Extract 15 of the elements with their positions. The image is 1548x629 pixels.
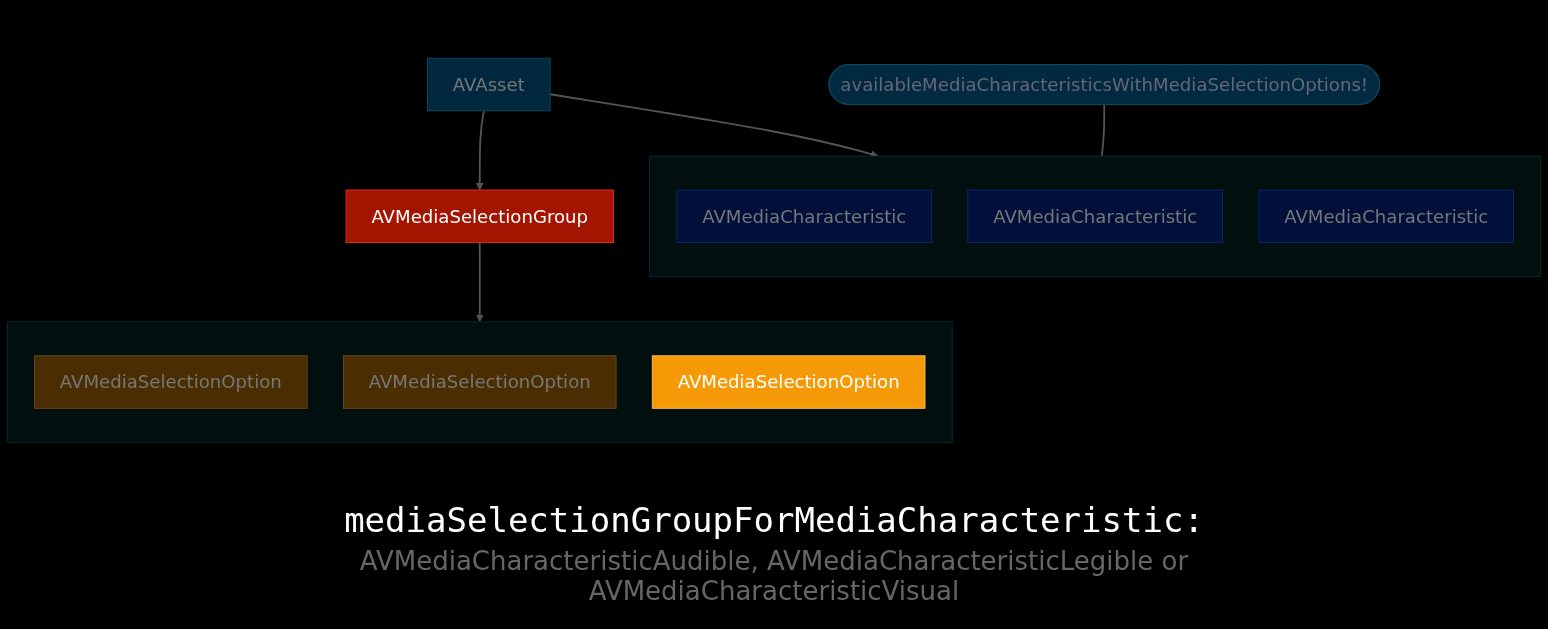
arrow: [475, 109, 485, 191]
node-box: AVMediaSelectionOption: [34, 355, 308, 409]
code-text: mediaSelectionGroupForMediaCharacteristic:: [344, 500, 1204, 540]
arrow: [475, 241, 484, 322]
note-text: AVMediaCharacteristicAudible, AVMediaCharacteristicLegible or AVMediaCharacteristicVisual: [358, 546, 1190, 606]
cluster: [6, 321, 953, 443]
cluster: [649, 155, 1542, 277]
node-box: AVMediaSelectionGroup: [345, 189, 614, 243]
node-box: AVMediaCharacteristic: [967, 189, 1224, 243]
node-box: AVMediaCharacteristic: [1258, 189, 1514, 243]
node-box: AVMediaSelectionOption: [651, 355, 926, 409]
node-box: AVMediaCharacteristic: [676, 189, 933, 243]
node-box: AVAsset: [426, 57, 551, 111]
node-box: AVMediaSelectionOption: [342, 355, 617, 409]
connector: [1100, 103, 1106, 157]
